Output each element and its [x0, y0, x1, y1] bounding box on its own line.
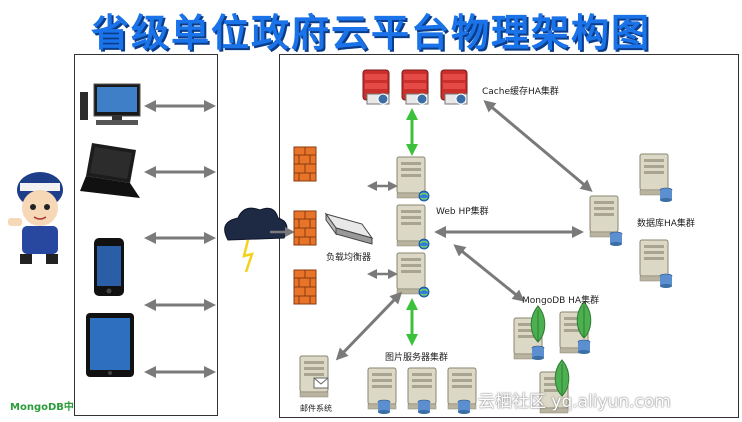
load-balancer-label: 负载均衡器 — [326, 253, 372, 263]
mail-system-label: 邮件系统 — [300, 404, 332, 413]
firewall-icon-2 — [293, 210, 317, 246]
web-server-1 — [396, 156, 430, 202]
firewall-icon-1 — [293, 146, 317, 182]
db-server-bottom — [639, 239, 673, 289]
db-server-top — [639, 153, 673, 203]
mail-server — [299, 355, 329, 398]
image-server-3 — [447, 367, 477, 415]
image-server-1 — [367, 367, 397, 415]
laptop-icon — [80, 143, 140, 198]
image-cluster-label: 图片服务器集群 — [385, 353, 449, 363]
watermark-text: 云栖社区 yq.aliyun.com — [478, 392, 671, 412]
cache-cluster-label: Cache缓存HA集群 — [482, 87, 559, 97]
arrow-web-mail — [335, 291, 403, 361]
page-title: 省级单位政府云平台物理架构图 — [90, 11, 651, 55]
mongo-cluster-label: MongoDB HA集群 — [522, 296, 600, 306]
web-server-3 — [396, 252, 430, 298]
cache-node-3 — [440, 69, 468, 105]
db-cluster-label: 数据库HA集群 — [637, 219, 695, 229]
cache-node-2 — [401, 69, 429, 105]
smartphone-icon — [94, 238, 124, 296]
web-server-2 — [396, 204, 430, 250]
db-server-main — [589, 195, 623, 247]
arrow-web-mongo — [453, 244, 525, 302]
mongodb-side-label: MongoDB中 — [10, 402, 74, 413]
tablet-icon — [86, 313, 134, 377]
cache-node-1 — [362, 69, 390, 105]
load-balancer-icon — [324, 212, 374, 245]
police-officer-avatar — [8, 172, 63, 264]
internet-cloud-icon — [224, 207, 288, 273]
web-cluster-label: Web HP集群 — [436, 207, 489, 217]
desktop-pc-icon — [80, 83, 141, 125]
firewall-icon-3 — [293, 269, 317, 305]
mongo-server-1 — [513, 305, 546, 361]
image-server-2 — [407, 367, 437, 415]
mongo-server-2 — [559, 301, 592, 355]
arrow-cache-db — [483, 100, 593, 192]
